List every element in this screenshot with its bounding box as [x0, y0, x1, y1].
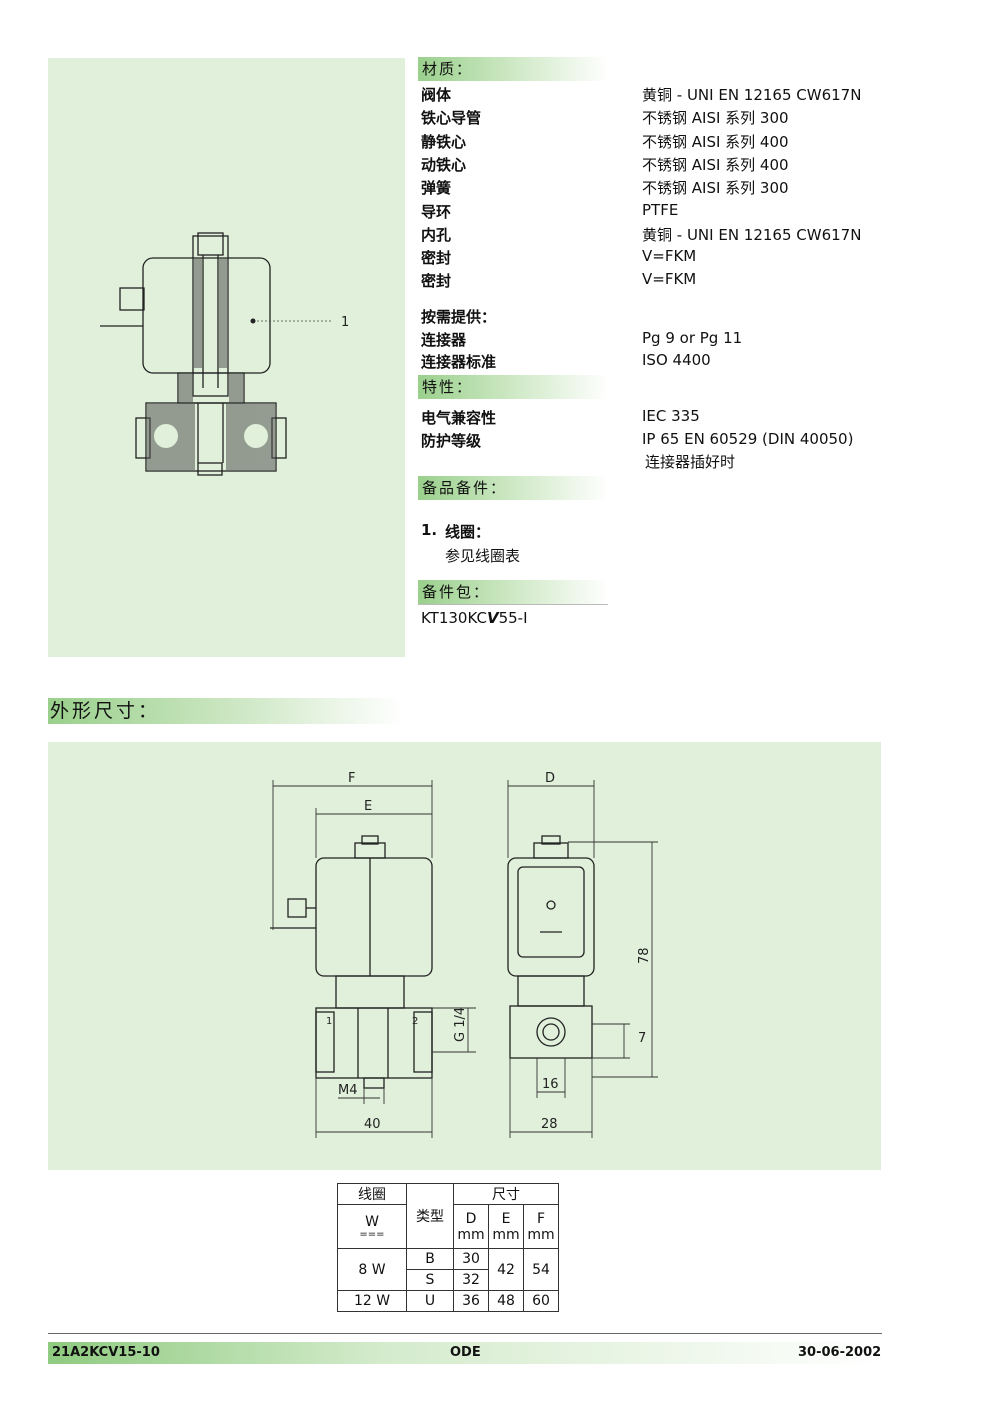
- features-value-emc: IEC 335: [642, 407, 700, 425]
- kit-code: KT130KCV55-I: [421, 609, 528, 627]
- dim-label-d: D: [545, 771, 555, 786]
- material-label: 动铁心: [421, 155, 467, 174]
- material-value: PTFE: [642, 200, 679, 219]
- kit-code-suffix: 55-I: [498, 609, 528, 627]
- section-callout: 1: [341, 315, 349, 330]
- material-value: 不锈钢 AISI 系列 400: [642, 155, 789, 174]
- on-request-label: 连接器: [421, 331, 467, 349]
- dim-label-e: E: [364, 799, 372, 814]
- dim-label-16: 16: [542, 1077, 559, 1092]
- kit-code-italic: V: [486, 609, 499, 627]
- material-value: 黄铜 - UNI EN 12165 CW617N: [642, 225, 862, 244]
- dim-label-78: 78: [637, 947, 652, 964]
- section-drawing-panel: 1: [48, 58, 405, 657]
- features-value-protection: IP 65 EN 60529 (DIN 40050): [642, 430, 854, 448]
- on-request-label: 连接器标准: [421, 353, 497, 371]
- col-e-unit: mm: [492, 1226, 520, 1243]
- table-row-type: U: [406, 1290, 454, 1312]
- material-label: 密封: [421, 249, 452, 268]
- table-row-d: 30: [453, 1248, 489, 1270]
- col-d-letter: D: [465, 1210, 477, 1227]
- col-e-letter: E: [501, 1210, 511, 1227]
- dim-label-m4: M4: [338, 1083, 358, 1098]
- valve-section-drawing: 1: [100, 232, 349, 476]
- table-header-w: W ===: [337, 1204, 407, 1249]
- table-row-d: 36: [453, 1290, 489, 1312]
- dimension-drawing-panel: F E D 78 G 1/4 7 16 28 40 M4 1 2: [48, 742, 881, 1170]
- col-f-letter: F: [536, 1210, 546, 1227]
- materials-heading: 材质：: [418, 57, 608, 81]
- table-header-coil: 线圈: [337, 1183, 407, 1205]
- table-row-e: 48: [488, 1290, 524, 1312]
- dim-label-7: 7: [638, 1031, 646, 1046]
- table-row-e: 42: [488, 1248, 524, 1291]
- spare-item-desc: 参见线圈表: [445, 547, 521, 565]
- material-label: 静铁心: [421, 132, 467, 151]
- on-request-value: ISO 4400: [642, 351, 711, 369]
- col-f-unit: mm: [527, 1226, 555, 1243]
- table-dc-symbol: ===: [359, 1228, 385, 1240]
- material-value: 不锈钢 AISI 系列 300: [642, 109, 789, 128]
- material-value: 黄铜 - UNI EN 12165 CW617N: [642, 86, 862, 104]
- material-label: 导环: [421, 202, 452, 221]
- kit-heading: 备件包：: [418, 580, 608, 604]
- kit-code-prefix: KT130KC: [421, 609, 487, 627]
- dimensions-heading: 外形尺寸：: [48, 698, 403, 724]
- kit-underline: [418, 604, 608, 605]
- footer-brand: ODE: [450, 1345, 481, 1360]
- table-row-type: B: [406, 1248, 454, 1270]
- table-row-power: 8 W: [337, 1248, 407, 1291]
- dim-label-40: 40: [364, 1117, 381, 1132]
- dimension-drawing: F E D 78 G 1/4 7 16 28 40 M4 1 2: [270, 771, 658, 1138]
- table-header-type: 类型: [406, 1183, 454, 1249]
- table-row-type: S: [406, 1269, 454, 1291]
- material-label: 阀体: [421, 86, 452, 104]
- dim-label-28: 28: [541, 1117, 558, 1132]
- material-label: 密封: [421, 272, 452, 291]
- table-w-label: W: [365, 1213, 379, 1230]
- table-header-size: 尺寸: [453, 1183, 559, 1205]
- dim-label-port2: 2: [412, 1016, 418, 1027]
- footer-divider: [48, 1333, 882, 1334]
- material-label: 弹簧: [421, 179, 452, 198]
- dim-label-f: F: [348, 771, 355, 786]
- material-label: 铁心导管: [421, 109, 482, 128]
- spare-item-number: 1.: [421, 521, 438, 539]
- features-note-protection: 连接器插好时: [645, 453, 736, 471]
- footer-bar: [48, 1342, 882, 1364]
- table-row-d: 32: [453, 1269, 489, 1291]
- spare-item-title: 线圈：: [445, 523, 491, 541]
- dim-label-g14: G 1/4: [453, 1007, 468, 1042]
- on-request-value: Pg 9 or Pg 11: [642, 329, 743, 347]
- material-value: V=FKM: [642, 247, 697, 266]
- table-row-power: 12 W: [337, 1290, 407, 1312]
- material-value: V=FKM: [642, 270, 697, 289]
- table-row-f: 54: [523, 1248, 559, 1291]
- material-label: 内孔: [421, 225, 452, 244]
- material-value: 不锈钢 AISI 系列 300: [642, 179, 789, 198]
- spare-parts-heading: 备品备件：: [418, 476, 608, 500]
- dim-label-port1: 1: [326, 1016, 332, 1027]
- table-row-f: 60: [523, 1290, 559, 1312]
- features-label-emc: 电气兼容性: [421, 409, 497, 427]
- features-heading: 特性：: [418, 375, 608, 399]
- footer-doc-code: 21A2KCV15-10: [52, 1345, 160, 1360]
- features-label-protection: 防护等级: [421, 432, 482, 450]
- footer-date: 30-06-2002: [798, 1345, 882, 1360]
- col-d-unit: mm: [457, 1226, 485, 1243]
- on-request-heading: 按需提供：: [421, 308, 497, 326]
- material-value: 不锈钢 AISI 系列 400: [642, 132, 789, 151]
